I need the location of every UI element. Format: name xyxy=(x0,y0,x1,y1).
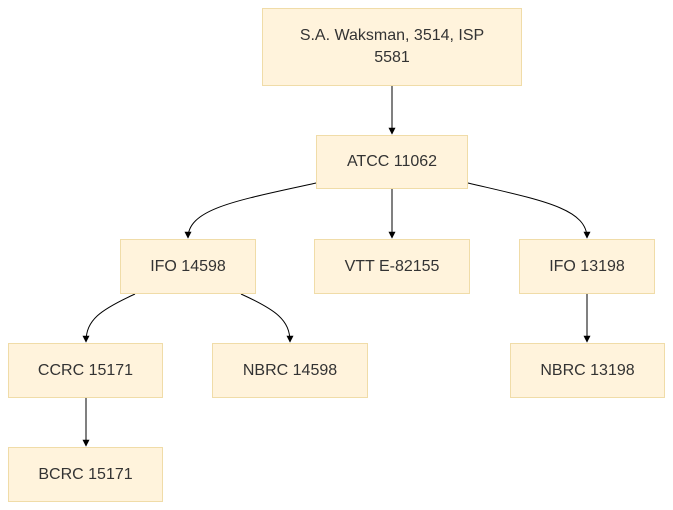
edge-ifo1-nbrc1 xyxy=(240,293,294,343)
node-atcc-11062[interactable]: ATCC 11062 xyxy=(316,135,468,189)
node-label: NBRC 14598 xyxy=(242,361,338,379)
node-label: NBRC 13198 xyxy=(540,361,635,379)
node-ifo-13198[interactable]: IFO 13198 xyxy=(519,239,655,294)
node-label: IFO 14598 xyxy=(150,257,226,275)
node-label: CCRC 15171 xyxy=(37,361,134,379)
node-label: IFO 13198 xyxy=(549,257,625,275)
node-label: ATCC 11062 xyxy=(346,153,438,170)
node-vtt-e-82155[interactable]: VTT E-82155 xyxy=(314,239,470,294)
node-bcrc-15171[interactable]: BCRC 15171 xyxy=(8,447,163,502)
node-nbrc-13198[interactable]: NBRC 13198 xyxy=(510,343,665,398)
node-waksman[interactable]: S.A. Waksman, 3514, ISP 5581 xyxy=(262,8,522,86)
edge-ifo1-ccrc xyxy=(82,293,136,343)
node-nbrc-14598[interactable]: NBRC 14598 xyxy=(212,343,368,398)
edge-atcc-ifo1 xyxy=(184,182,317,239)
node-ccrc-15171[interactable]: CCRC 15171 xyxy=(8,343,163,398)
node-label: S.A. Waksman, 3514, ISP 5581 xyxy=(299,27,485,66)
node-label: VTT E-82155 xyxy=(344,257,440,275)
node-ifo-14598[interactable]: IFO 14598 xyxy=(120,239,256,294)
edge-atcc-ifo2 xyxy=(467,182,591,239)
node-label: BCRC 15171 xyxy=(38,465,133,483)
